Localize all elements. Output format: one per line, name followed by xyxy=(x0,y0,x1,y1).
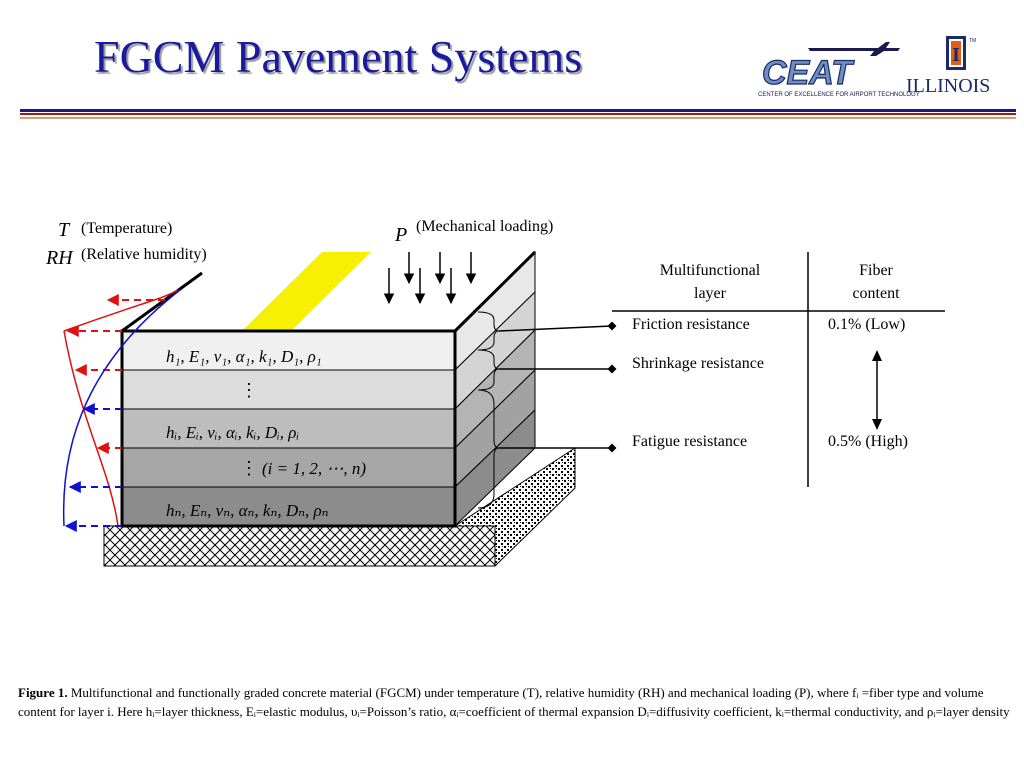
fgcm-diagram: h₁, E₁, ν₁, α₁, k₁, D₁, ρ₁ ⋮ hᵢ, Eᵢ, νᵢ,… xyxy=(45,218,945,567)
table-header-fiber-line2: content xyxy=(852,285,900,302)
pavement-top-face xyxy=(121,250,537,333)
header-rule-blue xyxy=(20,109,1016,112)
table-row-layer: Fatigue resistance xyxy=(632,433,747,450)
ceat-logo: CEAT CENTER OF EXCELLENCE FOR AIRPORT TE… xyxy=(758,42,920,98)
illinois-text: ILLINOIS xyxy=(906,75,990,97)
table-header-fiber-line1: Fiber xyxy=(859,262,893,279)
layer-connectors xyxy=(498,321,617,453)
trademark-mark: TM xyxy=(969,38,976,44)
humidity-label: (Relative humidity) xyxy=(81,246,207,263)
ceat-illinois-logo: CEAT CENTER OF EXCELLENCE FOR AIRPORT TE… xyxy=(758,34,1014,103)
table-row-layer: Friction resistance xyxy=(632,316,750,333)
fiber-gradient-arrow xyxy=(872,350,882,430)
table-row-layer: Shrinkage resistance xyxy=(632,355,764,372)
table-header-layer-line2: layer xyxy=(694,285,727,302)
layer-index-range: (i = 1, 2, ⋯, n) xyxy=(262,459,366,478)
layer-fiber-table: Multifunctional layer Fiber content Fric… xyxy=(612,252,945,487)
illinois-logo: I TM ILLINOIS xyxy=(906,36,990,97)
loading-stripe xyxy=(242,252,371,331)
airplane-icon xyxy=(808,42,900,56)
table-row-fiber: 0.5% (High) xyxy=(828,433,908,450)
ceat-brand-text: CEAT xyxy=(762,54,855,92)
ceat-subtitle: CENTER OF EXCELLENCE FOR AIRPORT TECHNOL… xyxy=(758,92,920,98)
loading-label: (Mechanical loading) xyxy=(416,218,553,235)
caption-label: Figure 1. xyxy=(18,685,68,700)
layer-1-properties: h₁, E₁, ν₁, α₁, k₁, D₁, ρ₁ xyxy=(166,347,322,366)
table-row-fiber: 0.1% (Low) xyxy=(828,316,905,333)
illinois-badge-letter: I xyxy=(952,44,960,66)
layer-ellipsis-1: ⋮ xyxy=(240,380,258,400)
figure-caption: Figure 1. Multifunctional and functional… xyxy=(18,683,1018,721)
layer-i xyxy=(121,408,456,449)
pavement-front-face xyxy=(120,329,457,528)
subgrade-front xyxy=(103,525,496,567)
header-rule-gold xyxy=(20,117,1016,119)
caption-text: Multifunctional and functionally graded … xyxy=(18,685,1010,719)
layer-ellipsis-2: ⋮ xyxy=(240,458,258,478)
layer-n-properties: hₙ, Eₙ, νₙ, αₙ, kₙ, Dₙ, ρₙ xyxy=(166,501,329,520)
pavement-side-face xyxy=(454,250,536,528)
temperature-profile xyxy=(63,289,179,527)
temperature-symbol: T xyxy=(58,219,71,241)
layer-1 xyxy=(121,330,456,371)
load-arrows xyxy=(383,252,477,305)
temperature-profile-top xyxy=(63,289,179,332)
temperature-label: (Temperature) xyxy=(81,220,172,237)
header-rule-red xyxy=(20,113,1016,115)
loading-symbol: P xyxy=(394,224,407,246)
humidity-symbol: RH xyxy=(45,247,74,269)
layer-i-properties: hᵢ, Eᵢ, νᵢ, αᵢ, kᵢ, Dᵢ, ρᵢ xyxy=(166,423,299,442)
table-header-layer-line1: Multifunctional xyxy=(660,262,761,279)
layer-2 xyxy=(121,369,456,410)
humidity-profile xyxy=(62,289,181,532)
page-title: FGCM Pavement Systems xyxy=(94,31,583,82)
